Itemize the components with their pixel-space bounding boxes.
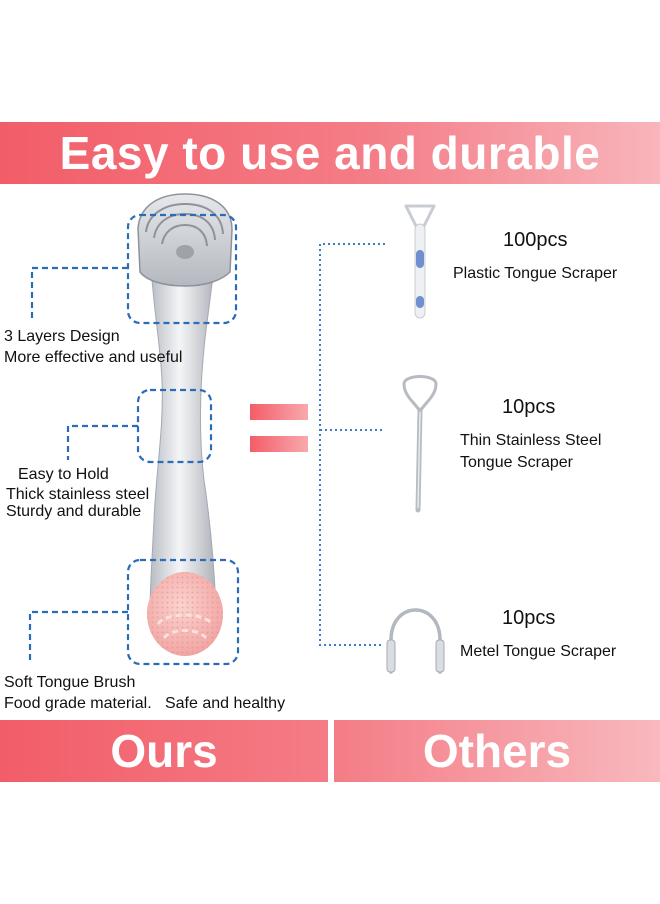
grip-leader-line <box>66 424 138 460</box>
others-metal-count: 10pcs <box>502 607 556 629</box>
brush-callout-box <box>126 558 240 666</box>
feature-layers-desc: More effective and useful <box>4 349 183 366</box>
feature-hold-desc: Thick stainless steel <box>6 486 150 503</box>
grip-callout-box <box>136 388 213 464</box>
equals-icon <box>250 404 308 452</box>
banner-title: Easy to use and durable <box>59 127 601 179</box>
brush-leader-line <box>28 610 128 664</box>
feature-hold-title: Easy to Hold <box>18 466 109 483</box>
feature-brush-title: Soft Tongue Brush <box>4 674 136 691</box>
feature-hold-desc-2: Sturdy and durable <box>6 503 142 520</box>
others-bracket <box>319 243 385 646</box>
ours-banner: Ours <box>0 720 328 782</box>
thin-steel-scraper-image <box>402 375 438 513</box>
others-thin-steel-name: Thin Stainless Steel <box>460 432 602 449</box>
others-plastic-count: 100pcs <box>503 229 568 251</box>
title-banner: Easy to use and durable <box>0 122 660 184</box>
others-banner: Others <box>334 720 660 782</box>
metal-tongue-scraper-image <box>386 608 445 674</box>
feature-layers-title: 3 Layers Design <box>4 328 120 345</box>
others-plastic-name: Plastic Tongue Scraper <box>453 265 618 282</box>
others-thin-steel-count: 10pcs <box>502 396 556 418</box>
others-label: Others <box>422 725 572 777</box>
others-metal-name: Metel Tongue Scraper <box>460 643 617 660</box>
others-thin-steel-name-2: Tongue Scraper <box>460 454 573 471</box>
feature-brush-desc: Food grade material. Safe and healthy <box>4 695 286 712</box>
our-tongue-scraper <box>137 193 233 656</box>
layers-leader-line <box>30 266 128 318</box>
plastic-tongue-scraper-image <box>404 204 436 319</box>
ours-label: Ours <box>110 725 218 777</box>
